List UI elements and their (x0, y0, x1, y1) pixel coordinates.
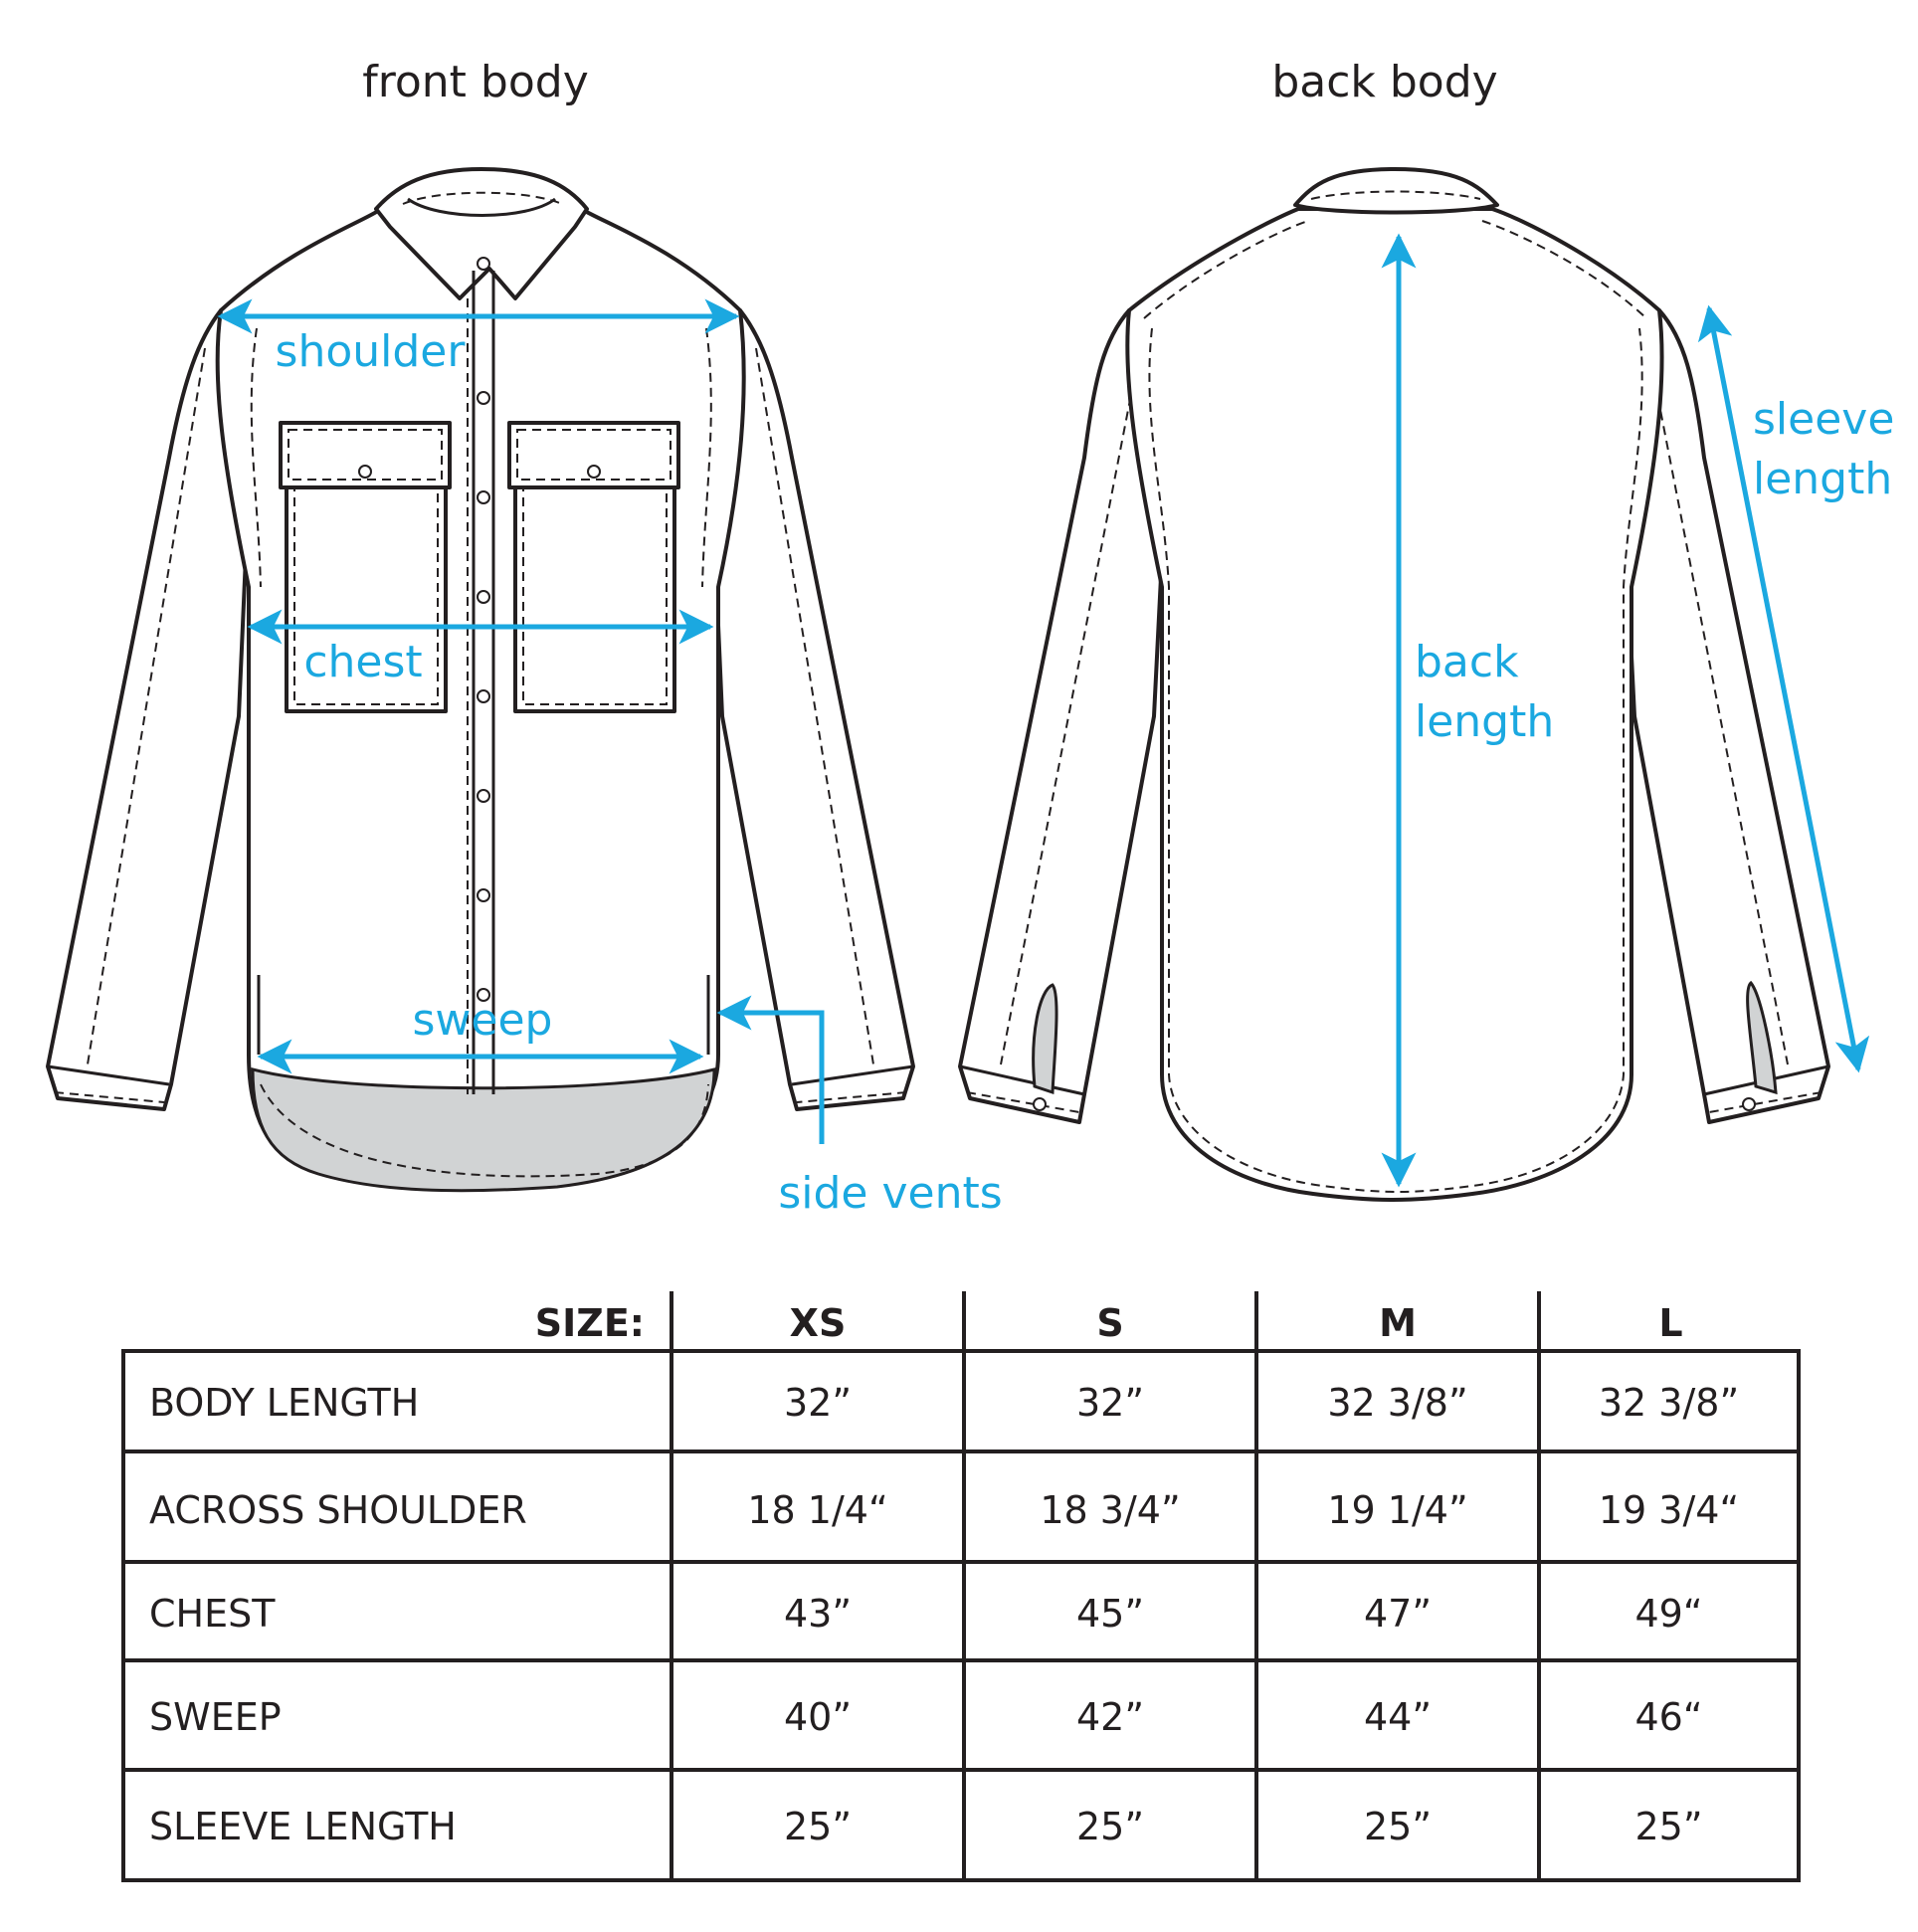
table-cell: 44” (1363, 1695, 1433, 1739)
back-body-title: back body (1271, 57, 1497, 107)
front-shirt (46, 167, 915, 1193)
sweep-label: sweep (413, 995, 553, 1046)
back-collar (1293, 167, 1499, 215)
row-chest-label: CHEST (149, 1592, 276, 1636)
chest-label: chest (303, 637, 422, 687)
table-cell: 25” (1363, 1805, 1433, 1848)
table-cell: 19 3/4“ (1598, 1488, 1740, 1532)
size-table: BODY LENGTH 32” 32” 32 3/8” 32 3/8” ACRO… (121, 1349, 1801, 1882)
table-cell: 43” (783, 1592, 853, 1636)
row-body-length-label: BODY LENGTH (149, 1381, 420, 1425)
sleeve-length-arrow (1697, 304, 1870, 1073)
shoulder-label: shoulder (276, 326, 467, 377)
front-right-sleeve (713, 308, 915, 1111)
sleeve-length-label-line2: length (1753, 454, 1892, 504)
row-across-shoulder-label: ACROSS SHOULDER (149, 1488, 527, 1532)
table-cell: 25” (1634, 1805, 1703, 1848)
table-cell: 25” (783, 1805, 853, 1848)
sleeve-length-label-line1: sleeve (1753, 394, 1894, 445)
table-cell: 32” (1075, 1381, 1145, 1425)
table-cell: 32” (783, 1381, 853, 1425)
table-cell: 40” (783, 1695, 853, 1739)
row-sleeve-length-label: SLEEVE LENGTH (149, 1805, 457, 1848)
front-hem (251, 1067, 716, 1193)
size-m-header: M (1379, 1301, 1417, 1345)
garment-diagram: front body back body (46, 57, 1894, 1219)
table-cell: 18 3/4” (1040, 1488, 1181, 1532)
table-cell: 25” (1075, 1805, 1145, 1848)
size-caption: SIZE: (534, 1301, 645, 1345)
front-body-title: front body (362, 57, 588, 107)
side-vents-label: side vents (778, 1168, 1002, 1219)
table-cell: 32 3/8” (1598, 1381, 1740, 1425)
table-cell: 46“ (1634, 1695, 1703, 1739)
size-l-header: L (1658, 1301, 1683, 1345)
back-length-label-line1: back (1415, 637, 1519, 687)
table-cell: 19 1/4” (1327, 1488, 1468, 1532)
table-cell: 45” (1075, 1592, 1145, 1636)
back-shirt (958, 167, 1830, 1202)
size-s-header: S (1096, 1301, 1124, 1345)
back-left-sleeve (958, 308, 1164, 1124)
table-cell: 42” (1075, 1695, 1145, 1739)
table-cell: 32 3/8” (1327, 1381, 1468, 1425)
side-vents-arrow (716, 995, 825, 1144)
front-left-sleeve (46, 308, 248, 1111)
row-sweep-label: SWEEP (149, 1695, 282, 1739)
table-cell: 18 1/4“ (747, 1488, 888, 1532)
back-length-label-line2: length (1415, 696, 1554, 747)
size-xs-header: XS (789, 1301, 847, 1345)
table-cell: 49“ (1634, 1592, 1703, 1636)
back-torso (1125, 207, 1664, 1202)
table-cell: 47” (1363, 1592, 1433, 1636)
front-collar (374, 167, 589, 300)
